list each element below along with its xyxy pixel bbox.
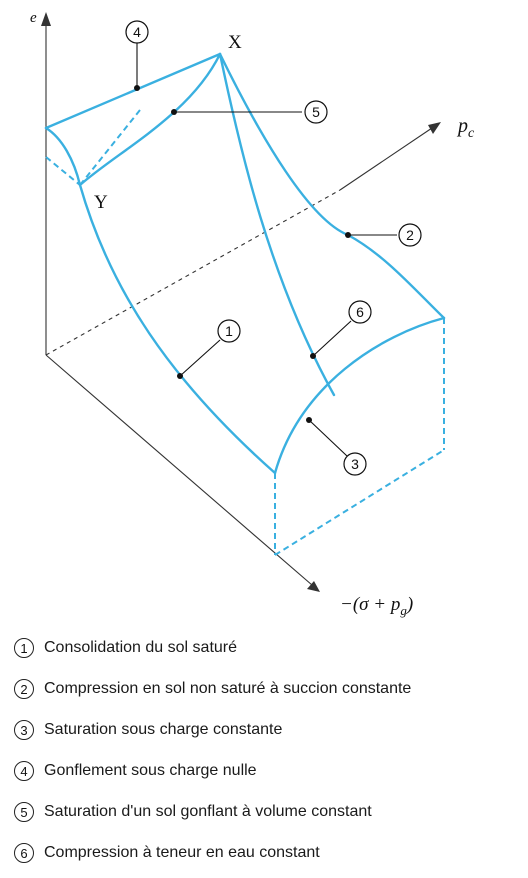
pc-axis-hidden [45, 189, 341, 356]
svg-text:1: 1 [225, 323, 233, 339]
legend-number: 4 [14, 761, 34, 781]
marker-3: 3 [306, 417, 367, 476]
curve-4-top-edge [44, 52, 222, 130]
curve-3 [273, 316, 446, 475]
stress-axis-arrow-icon [307, 581, 320, 592]
legend-item: 1 Consolidation du sol saturé [14, 632, 528, 664]
point-y-label: Y [94, 192, 108, 213]
legend-item: 3 Saturation sous charge constante [14, 714, 528, 746]
svg-text:2: 2 [406, 227, 414, 243]
pc-axis-arrow-icon [428, 122, 441, 134]
svg-text:5: 5 [312, 104, 320, 120]
curve-1 [78, 183, 277, 475]
e-axis-label: e [30, 10, 37, 26]
pc-axis [339, 127, 433, 191]
marker-5: 5 [171, 100, 328, 124]
svg-text:4: 4 [133, 24, 141, 40]
svg-text:6: 6 [356, 304, 364, 320]
legend-text: Compression à teneur en eau constant [44, 844, 320, 861]
axes [41, 12, 441, 592]
legend-text: Compression en sol non saturé à succion … [44, 680, 412, 697]
marker-4: 4 [125, 20, 149, 91]
stress-axis-label: −(σ + pg) [340, 594, 413, 618]
legend-number: 6 [14, 843, 34, 863]
hidden-edge-5 [274, 449, 445, 556]
legend-number: 2 [14, 679, 34, 699]
svg-text:3: 3 [351, 456, 359, 472]
point-x-label: X [228, 32, 242, 53]
legend-item: 5 Saturation d'un sol gonflant à volume … [14, 796, 528, 828]
stress-axis [45, 354, 313, 586]
marker-2: 2 [345, 223, 422, 247]
legend-item: 4 Gonflement sous charge nulle [14, 755, 528, 787]
curve-6 [218, 52, 336, 397]
marker-1: 1 [177, 319, 241, 379]
pc-axis-label: pc [456, 115, 475, 141]
hidden-edge-2 [45, 156, 81, 186]
legend-item: 2 Compression en sol non saturé à succio… [14, 673, 528, 705]
legend-text: Saturation sous charge constante [44, 721, 283, 738]
hidden-edge-1 [79, 109, 141, 186]
surface [44, 52, 446, 556]
left-front-edge [44, 126, 82, 187]
legend-number: 3 [14, 720, 34, 740]
marker-6: 6 [310, 300, 372, 359]
legend-number: 5 [14, 802, 34, 822]
e-axis-arrow-icon [41, 12, 51, 26]
legend-text: Gonflement sous charge nulle [44, 762, 257, 779]
state-surface-diagram: e pc −(σ + pg) X Y 4 5 2 [30, 10, 475, 618]
curve-2 [218, 52, 446, 320]
legend-item: 6 Compression à teneur en eau constant [14, 837, 528, 869]
legend-text: Saturation d'un sol gonflant à volume co… [44, 803, 372, 820]
legend-text: Consolidation du sol saturé [44, 639, 238, 656]
legend: 1 Consolidation du sol saturé 2 Compress… [14, 632, 528, 878]
legend-number: 1 [14, 638, 34, 658]
curve-5 [78, 52, 222, 187]
